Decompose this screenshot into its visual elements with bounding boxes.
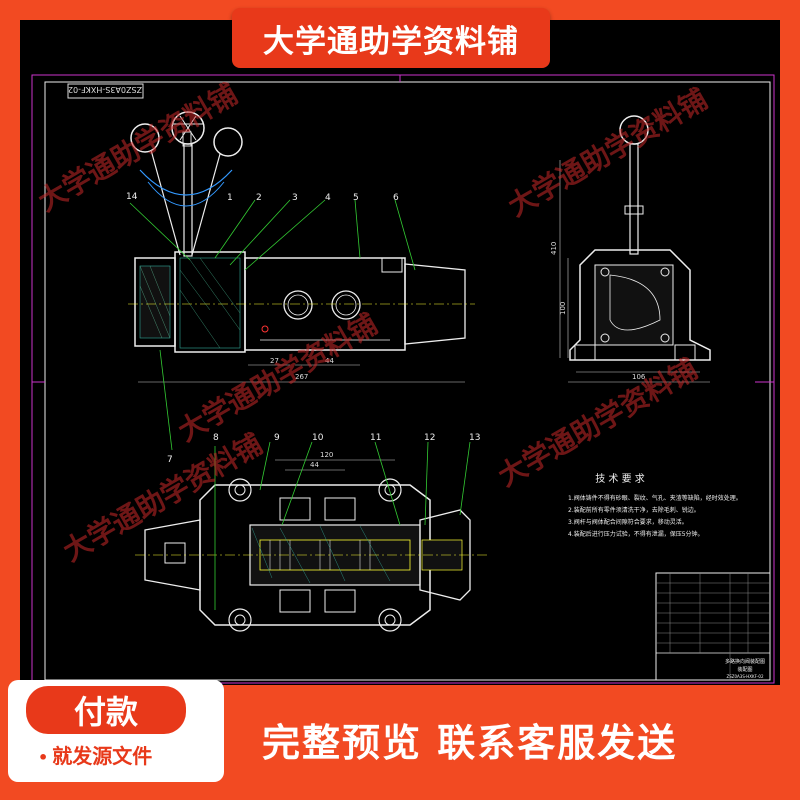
title-block-code: ZSZ0A3S-HXKF-02: [726, 674, 763, 679]
label-2: 2: [256, 193, 262, 203]
dim-410: 410: [550, 242, 558, 255]
label-7: 7: [167, 455, 173, 465]
payment-panel: 付款 •就发源文件: [8, 680, 224, 782]
bullet-icon: •: [38, 748, 49, 767]
send-source-note: •就发源文件: [38, 740, 152, 769]
footer-banner-text: 完整预览 联系客服发送: [262, 721, 678, 765]
dim-120: 120: [320, 451, 333, 459]
dim-27: 27: [270, 357, 279, 365]
tech-line-3: 3.阀杆与阀体配合间隙符合要求，移动灵活。: [568, 518, 688, 526]
label-8: 8: [213, 433, 219, 443]
title-block-sub: 装配图: [737, 666, 752, 673]
label-12: 12: [424, 433, 435, 443]
label-4: 4: [325, 193, 331, 203]
label-6: 6: [393, 193, 399, 203]
cad-drawing: ZSZ0A3S-HXKF-02: [31, 74, 775, 684]
dim-106: 106: [632, 373, 646, 381]
dim-267: 267: [295, 373, 308, 381]
send-source-label: 就发源文件: [52, 744, 153, 768]
label-11: 11: [370, 433, 381, 443]
title-block: 多路换向阀装配图 装配图 ZSZ0A3S-HXKF-02: [655, 572, 771, 681]
label-5: 5: [353, 193, 359, 203]
label-9: 9: [274, 433, 280, 443]
cad-drawing-canvas: ZSZ0A3S-HXKF-02: [20, 20, 780, 685]
dim-100: 100: [559, 302, 567, 315]
drawing-code: ZSZ0A3S-HXKF-02: [68, 85, 142, 94]
side-view: 410 100 106: [550, 115, 711, 383]
tech-line-2: 2.装配前所有零件须清洗干净，去除毛刺、锐边。: [568, 506, 700, 514]
page-title-banner: 大学通助学资料铺: [232, 8, 550, 68]
dim-44: 44: [325, 357, 334, 365]
label-14: 14: [126, 192, 138, 202]
label-1: 1: [227, 193, 233, 203]
label-13: 13: [469, 433, 480, 443]
front-view: 27 44 267 14 1 2 3 4 5 6 7: [126, 111, 475, 465]
title-block-name: 多路换向阀装配图: [725, 658, 765, 665]
section-view: 120 44 8 9 10 11 12 13: [135, 433, 490, 632]
dim-44b: 44: [310, 461, 319, 469]
tech-line-4: 4.装配后进行压力试验，不得有泄漏，保压5分钟。: [568, 530, 704, 538]
label-10: 10: [312, 433, 324, 443]
pay-button[interactable]: 付款: [26, 686, 186, 734]
tech-requirements: 技 术 要 求 1.阀体铸件不得有砂眼、裂纹、气孔、夹渣等缺陷，经时效处理。 2…: [568, 472, 742, 538]
label-3: 3: [292, 193, 298, 203]
tech-title: 技 术 要 求: [595, 472, 645, 485]
tech-line-1: 1.阀体铸件不得有砂眼、裂纹、气孔、夹渣等缺陷，经时效处理。: [568, 494, 742, 502]
